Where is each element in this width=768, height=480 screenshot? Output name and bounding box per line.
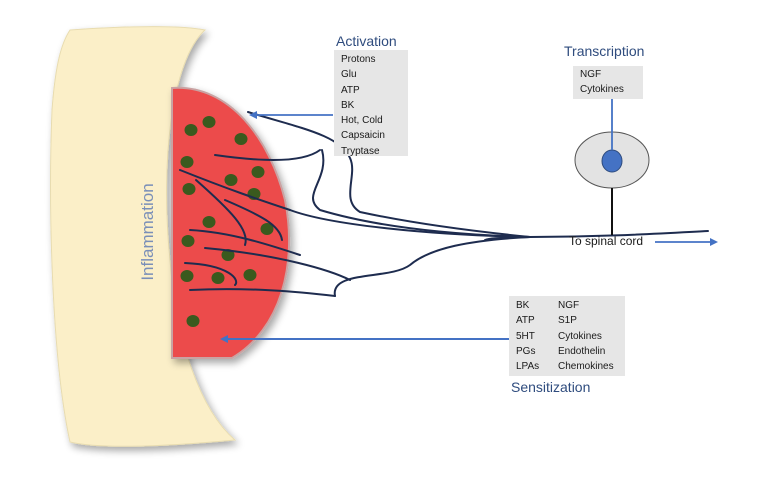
nerve-fiber <box>189 288 336 297</box>
immune-cell <box>243 269 257 281</box>
immune-cell <box>184 124 198 136</box>
immune-cell <box>180 270 194 282</box>
sensitization-title: Sensitization <box>511 379 591 395</box>
immune-cell <box>180 156 194 168</box>
transcription-item: Cytokines <box>580 84 624 96</box>
activation-item: Glu <box>341 69 357 81</box>
transcription-title: Transcription <box>564 43 645 59</box>
immune-cell <box>202 116 216 128</box>
activation-item: ATP <box>341 84 360 96</box>
transcription-item: NGF <box>580 69 602 80</box>
nerve-fiber <box>204 247 351 281</box>
immune-cell <box>260 223 274 235</box>
immune-cell <box>221 249 235 261</box>
nerve-fiber <box>484 236 531 241</box>
nerve-fiber <box>195 179 247 246</box>
activation-item: Tryptase <box>341 145 380 157</box>
immune-cell <box>182 183 196 195</box>
nerve-fiber <box>529 230 709 238</box>
immune-cell <box>234 133 248 145</box>
nerve-fiber <box>289 209 531 238</box>
nerve-fiber <box>224 199 283 241</box>
activation-title: Activation <box>336 33 397 49</box>
spinal-cord-label: To spinal cord <box>569 234 644 248</box>
immune-cell <box>202 216 216 228</box>
nerve-fiber <box>333 236 531 297</box>
inflammation-label: Inflammation <box>138 183 157 281</box>
nerve-fiber <box>179 169 291 211</box>
immune-cell <box>181 235 195 247</box>
immune-cell <box>224 174 238 186</box>
nerve-fiber <box>214 149 321 161</box>
activation-item: Hot, Cold <box>341 115 383 127</box>
tissue-slab <box>50 26 237 447</box>
neuron-nucleus <box>601 149 623 173</box>
immune-cell <box>186 315 200 327</box>
activation-item: BK <box>341 99 355 111</box>
immune-cell <box>251 166 265 178</box>
nerve-fiber <box>247 111 531 238</box>
nerve-fibers <box>179 111 709 297</box>
activation-box: Protons Glu ATP BK Hot, Cold Capsaicin T… <box>334 50 408 157</box>
activation-item: Protons <box>341 54 376 65</box>
transcription-box: NGF Cytokines <box>573 66 643 99</box>
nerve-fiber <box>189 229 301 256</box>
activation-item: Capsaicin <box>341 130 385 142</box>
immune-cell <box>211 272 225 284</box>
nerve-fiber <box>184 262 238 286</box>
